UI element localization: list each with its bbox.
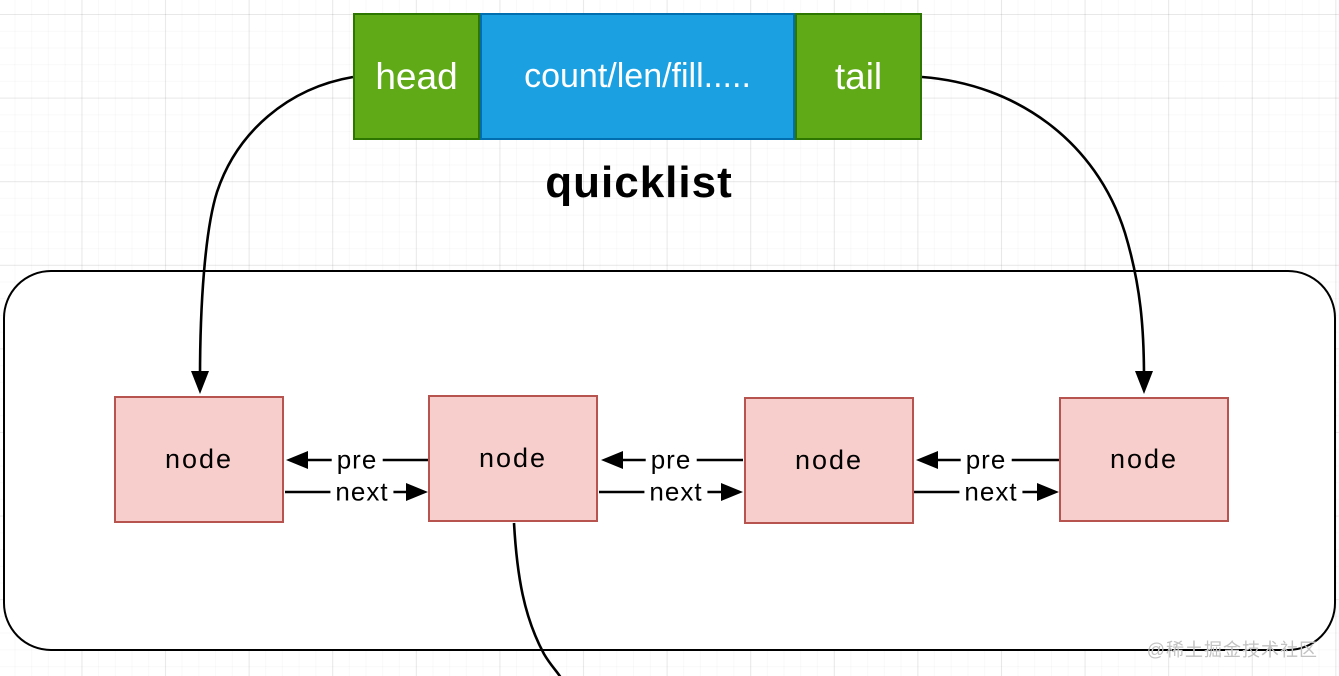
pre-label-1: pre (331, 444, 383, 476)
header-tail-label: tail (834, 55, 883, 97)
node-box-1: node (114, 396, 284, 523)
next-label-1: next (330, 476, 394, 508)
header-tail-cell: tail (795, 13, 922, 140)
header-fields-label: count/len/fill..... (524, 57, 751, 95)
node-box-3: node (744, 397, 914, 524)
next-label-2: next (644, 476, 708, 508)
node-label: node (794, 445, 864, 475)
header-fields-cell: count/len/fill..... (480, 13, 795, 140)
header-head-label: head (375, 55, 458, 97)
node-label: node (164, 444, 234, 474)
node-label: node (478, 443, 548, 473)
next-label-3: next (959, 476, 1023, 508)
watermark: @稀土掘金技术社区 (1146, 640, 1318, 660)
node-label: node (1109, 444, 1179, 474)
pre-label-2: pre (645, 444, 697, 476)
node-box-2: node (428, 395, 598, 522)
header-head-cell: head (353, 13, 480, 140)
pre-label-3: pre (960, 444, 1012, 476)
node-box-4: node (1059, 397, 1229, 522)
diagram-title: quicklist (545, 158, 733, 207)
